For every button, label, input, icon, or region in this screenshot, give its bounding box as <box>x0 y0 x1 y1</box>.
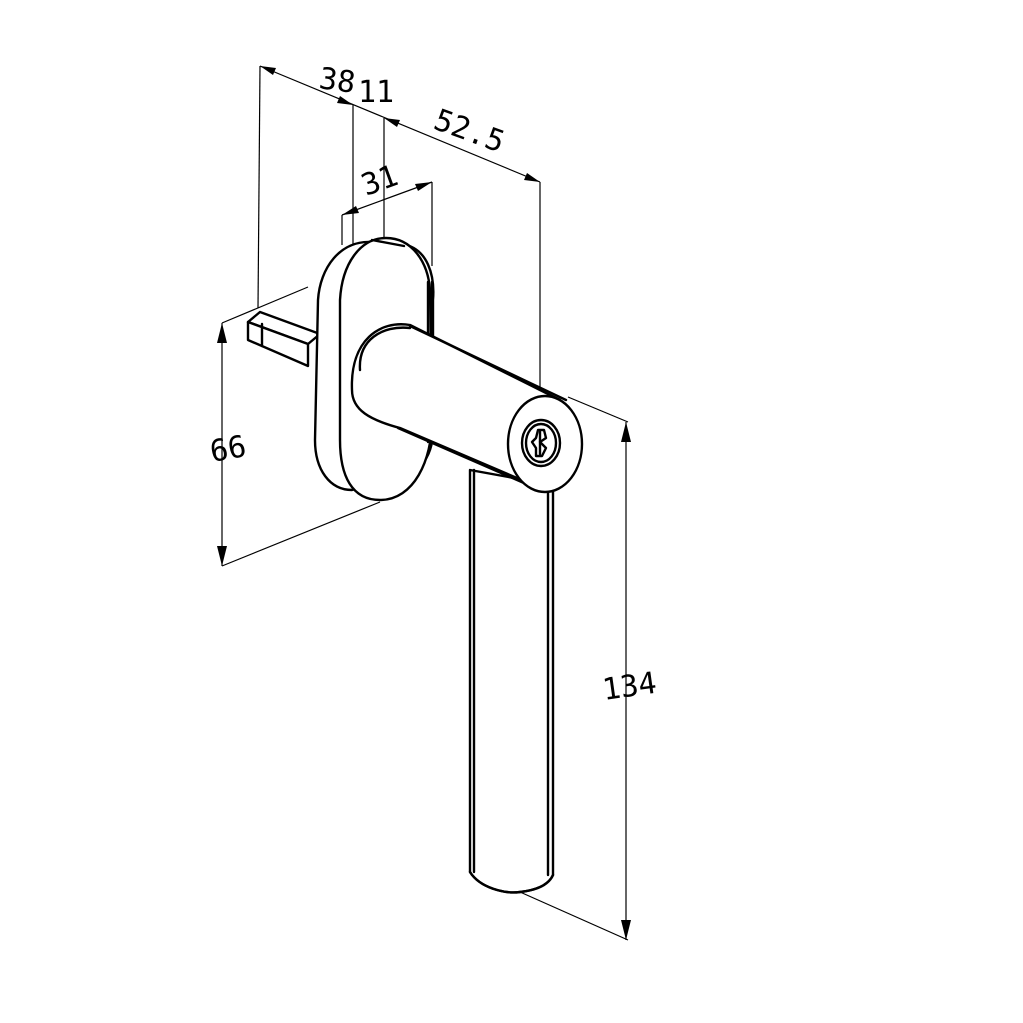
dimension-lines <box>217 65 631 940</box>
arrow-525-end <box>524 173 540 182</box>
arrow-66-bottom <box>217 546 227 566</box>
dim-label-52-5: 52.5 <box>429 103 509 161</box>
arrow-38-end <box>337 96 353 105</box>
arrow-134-bottom <box>621 920 631 940</box>
dim-label-134: 134 <box>600 666 659 708</box>
handle-part <box>246 236 584 894</box>
cylinder-end-face <box>506 394 584 494</box>
dim-label-31: 31 <box>357 158 403 203</box>
arrow-31-start <box>342 206 359 215</box>
square-spindle <box>246 310 322 368</box>
arrow-134-top <box>621 422 631 442</box>
dim-label-11: 11 <box>358 75 394 110</box>
dim-label-38: 38 <box>317 61 358 101</box>
lock-cylinder <box>350 323 584 494</box>
arrow-11-start <box>384 118 400 127</box>
extension-lines <box>221 65 629 941</box>
keyhole-icon <box>530 428 548 458</box>
arrow-66-top <box>217 323 227 343</box>
lever-arm <box>468 468 555 894</box>
arrow-31-end <box>415 182 432 191</box>
dim-label-66: 66 <box>207 429 249 470</box>
arrow-38-start <box>260 66 276 75</box>
